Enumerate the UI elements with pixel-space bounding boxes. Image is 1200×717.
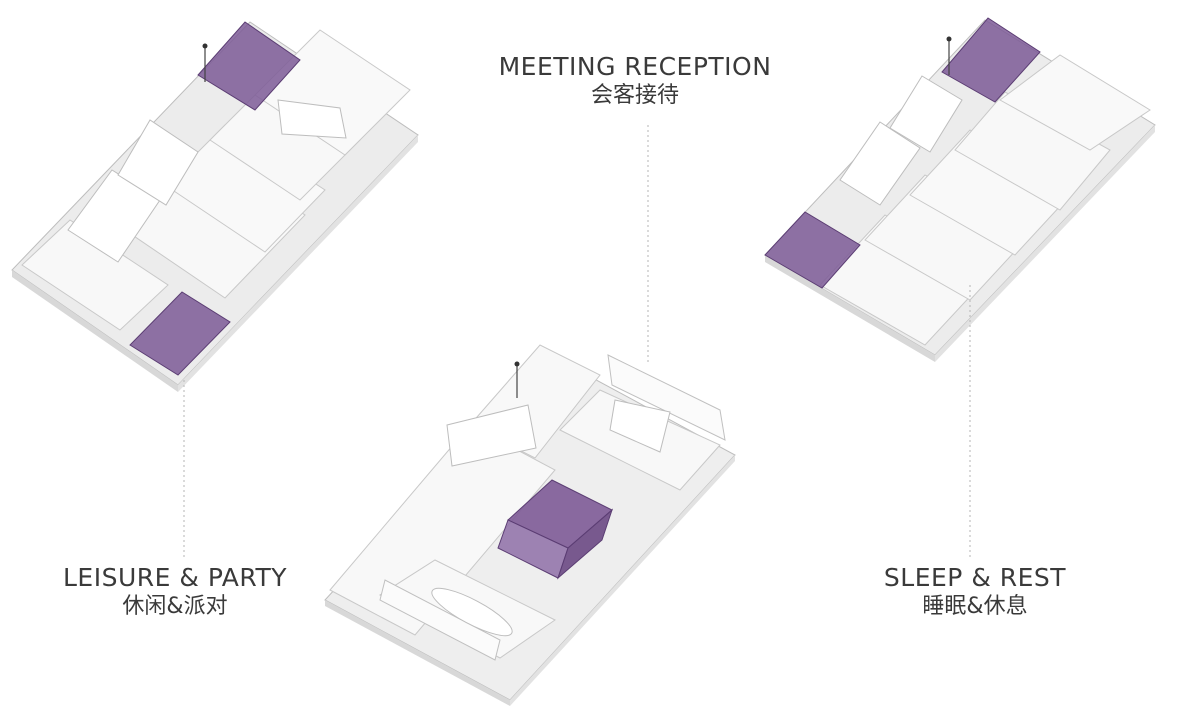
label-sleep-zh: 睡眠&休息	[922, 594, 1028, 619]
sofa-platform-edge	[12, 270, 178, 392]
seat-cushion	[164, 124, 326, 253]
sofa-sleep-rest	[764, 17, 1156, 560]
back-pillow	[277, 99, 347, 139]
purple-side-table	[197, 21, 301, 111]
label-leisure-en: LEISURE & PARTY	[63, 563, 287, 592]
label-meeting-en: MEETING RECEPTION	[498, 52, 772, 81]
label-sleep-en: SLEEP & REST	[883, 563, 1067, 592]
seat-cushion	[999, 54, 1151, 151]
label-meeting-zh: 会客接待	[590, 83, 679, 108]
label-leisure-party: LEISURE & PARTY 休闲&派对	[30, 563, 320, 621]
back-pillow	[889, 75, 963, 153]
label-sleep-rest: SLEEP & REST 睡眠&休息	[830, 563, 1120, 621]
seat-cushion	[21, 219, 169, 331]
sofa-meeting-reception	[324, 125, 736, 706]
label-leisure-zh: 休闲&派对	[122, 594, 228, 619]
back-pillow	[117, 119, 199, 206]
purple-side-table	[129, 291, 231, 376]
purple-side-table	[764, 211, 861, 289]
sofa-arm	[607, 354, 726, 441]
pillow	[446, 404, 537, 467]
bolster-pillow	[431, 587, 513, 637]
seat-cushion	[954, 91, 1111, 211]
pillow	[609, 399, 671, 453]
sofa-leisure-party	[11, 21, 419, 560]
label-meeting-reception: MEETING RECEPTION 会客接待	[470, 52, 800, 110]
purple-side-table	[941, 17, 1041, 103]
lamp-head	[514, 361, 520, 367]
lamp-head	[202, 43, 208, 49]
sofa-arm	[379, 579, 501, 661]
lamp-head	[946, 36, 952, 42]
back-pillow	[839, 121, 921, 206]
